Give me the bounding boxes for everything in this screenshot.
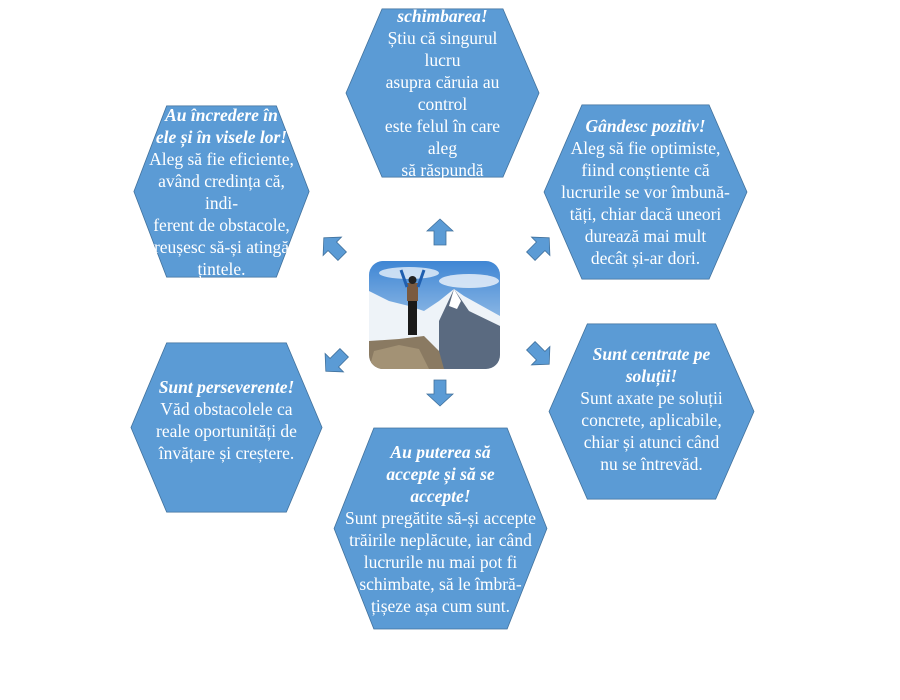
hexagon-line: ferent de obstacole, — [153, 214, 290, 235]
hexagon-line: având credința că, indi- — [158, 170, 285, 213]
hexagon-line: Sunt pregătite să-și accepte — [345, 507, 536, 528]
hexagon-line: Sunt axate pe soluții — [580, 388, 723, 408]
hexagon-title: Gândesc pozitiv! — [585, 116, 706, 136]
center-mountain-photo — [369, 261, 500, 369]
hexagon-line: Aleg să fie eficiente, — [149, 148, 294, 169]
hexagon-line: tăți, chiar dacă uneori — [569, 204, 722, 224]
hexagon-acceptance: Au puterea să accepte și să se accepte! … — [333, 427, 548, 630]
hexagon-shape — [333, 427, 548, 630]
hexagon-self-confidence: Au încredere în ele și în visele lor! Al… — [133, 104, 310, 279]
arrow-up-right-icon — [525, 236, 551, 262]
hexagon-shape — [543, 104, 748, 280]
hexagon-line: este felul în care aleg — [384, 116, 501, 158]
hexagon-line: învățare și creștere. — [158, 443, 295, 463]
hexagon-positive-thinking: Gândesc pozitiv! Aleg să fie optimiste, … — [543, 104, 748, 280]
hexagon-line: decât și-ar dori. — [590, 248, 701, 268]
hexagon-shape — [133, 105, 310, 278]
mountain-climber-icon — [369, 261, 500, 369]
hexagon-embrace-change: Îmbrățișează schimbarea! Știu că singuru… — [345, 0, 540, 202]
hexagon-line: Aleg să fie optimiste, — [570, 138, 721, 158]
hexagon-title: Au încredere în ele și în visele lor! — [155, 104, 288, 147]
arrow-down-right-icon — [525, 340, 551, 366]
arrow-down-icon — [426, 379, 454, 407]
hexagon-shape — [130, 342, 323, 513]
hexagon-title: Au puterea să accepte și să se accepte! — [386, 441, 495, 506]
hexagon-shape — [345, 8, 540, 178]
hexagon-title: Sunt centrate pe soluții! — [592, 344, 711, 386]
hexagon-line: reușesc să-și atingă — [153, 236, 290, 257]
hexagon-line: trăirile neplăcute, iar când — [349, 529, 532, 550]
hexagon-line: asupra căruia au control — [385, 72, 500, 114]
hexagon-line: Știu că singurul lucru — [387, 28, 498, 70]
hexagon-line: lucrurile se vor îmbună- — [561, 182, 730, 202]
hexagon-shape — [548, 323, 755, 500]
hexagon-line: nu se întrevăd. — [600, 454, 703, 474]
arrow-up-left-icon — [322, 236, 348, 262]
hexagon-line: țișeze așa cum sunt. — [371, 595, 510, 616]
hexagon-line: reale oportunități de — [156, 421, 297, 441]
hexagon-line: țintele. — [197, 258, 246, 279]
hexagon-line: chiar și atunci când — [583, 432, 720, 452]
hexagon-title: Îmbrățișează schimbarea! — [396, 0, 489, 26]
hexagon-line: schimbate, să le îmbră- — [359, 573, 522, 594]
hexagon-title: Sunt perseverente! — [158, 377, 295, 397]
hexagon-line: concrete, aplicabile, — [581, 410, 722, 430]
hexagon-line: să răspundă — [401, 160, 484, 180]
hexagon-line: schimbărilor. — [396, 182, 489, 202]
hexagon-solution-focused: Sunt centrate pe soluții! Sunt axate pe … — [548, 323, 755, 500]
hexagon-line: durează mai mult — [584, 226, 707, 246]
hexagon-line: Văd obstacolele ca — [160, 399, 293, 419]
hexagon-line: lucrurile nu mai pot fi — [363, 551, 518, 572]
hexagon-line: fiind conștiente că — [581, 160, 710, 180]
hexagon-perseverance: Sunt perseverente! Văd obstacolele ca re… — [130, 342, 323, 513]
arrow-down-left-icon — [324, 347, 350, 373]
arrow-up-icon — [426, 218, 454, 246]
